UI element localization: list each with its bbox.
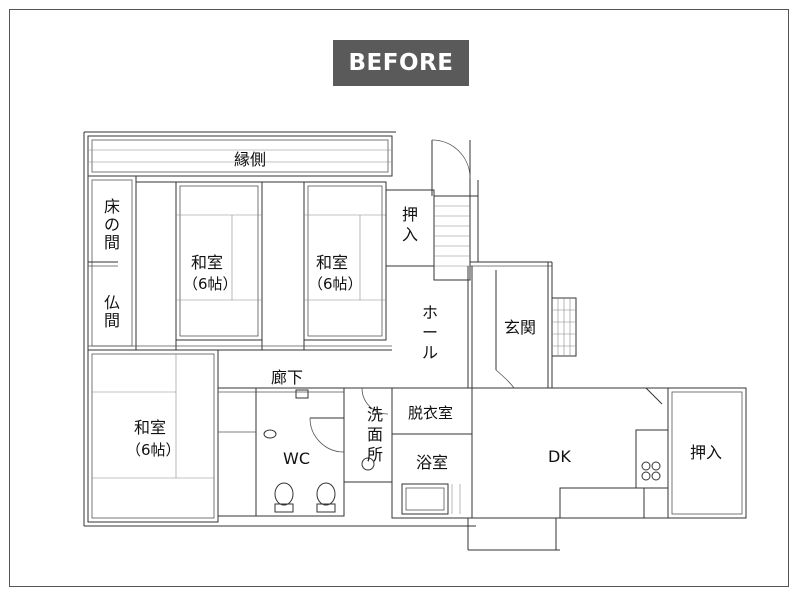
dk-walls	[467, 387, 669, 551]
label-wc: WC	[283, 449, 310, 468]
label-washitsu-b-1: 和室	[316, 253, 348, 272]
label-senmen-3: 所	[367, 445, 383, 464]
footprint-outline	[83, 131, 476, 527]
engawa-walls	[87, 135, 393, 177]
label-butsu-1: 仏	[104, 293, 120, 312]
label-engawa: 縁側	[234, 150, 266, 169]
label-toko-3: 間	[104, 233, 120, 252]
label-oshiire-top-2: 入	[402, 225, 418, 244]
label-datsui: 脱衣室	[408, 404, 453, 422]
stair-area	[385, 139, 479, 281]
label-butsu-2: 間	[104, 311, 120, 330]
label-rouka: 廊下	[271, 368, 303, 387]
label-washitsu-a-2: （6帖）	[183, 275, 238, 293]
label-hall-3: ル	[422, 343, 438, 362]
label-washitsu-a-1: 和室	[191, 253, 223, 272]
rouka-wc-walls	[217, 387, 345, 517]
hall-genkan-walls	[467, 261, 577, 389]
label-washitsu-b-2: （6帖）	[308, 275, 363, 293]
washitsu-b-walls	[303, 181, 387, 341]
label-oshiire-right: 押入	[690, 443, 722, 462]
oshiire-right-walls	[667, 387, 747, 519]
label-oshiire-top-1: 押	[402, 205, 418, 224]
label-genkan: 玄関	[504, 318, 536, 337]
label-hall-1: ホ	[422, 303, 438, 322]
label-senmen-1: 洗	[367, 405, 383, 424]
label-hall-2: ー	[422, 323, 438, 342]
label-washitsu-c-2: （6帖）	[126, 441, 181, 459]
label-yokushitsu: 浴室	[416, 453, 448, 472]
label-senmen-2: 面	[367, 425, 383, 444]
washitsu-a-walls	[175, 181, 263, 341]
label-washitsu-c-1: 和室	[134, 418, 166, 437]
label-toko-1: 床	[104, 197, 120, 216]
label-toko-2: の	[104, 215, 120, 234]
label-dk: DK	[548, 447, 571, 466]
before-badge: BEFORE	[333, 40, 469, 86]
drawing-frame	[9, 9, 789, 587]
